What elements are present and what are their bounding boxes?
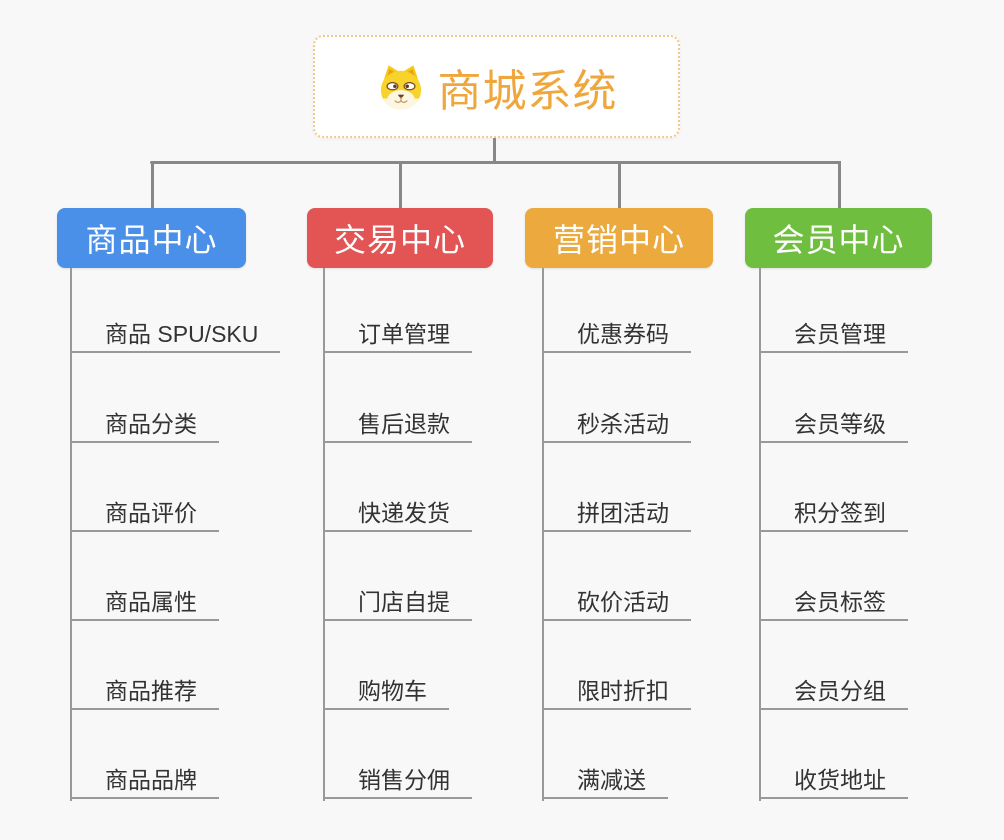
leaf-item[interactable]: 收货地址 [759,763,908,799]
connector-trunk-1 [323,268,325,801]
connector-trunk-3 [759,268,761,801]
connector-trunk-2 [542,268,544,801]
leaf-item[interactable]: 商品品牌 [70,763,219,799]
leaf-item[interactable]: 商品分类 [70,407,219,443]
leaf-item[interactable]: 商品评价 [70,496,219,532]
leaf-item[interactable]: 会员管理 [759,317,908,353]
leaf-item[interactable]: 拼团活动 [542,496,691,532]
leaf-item[interactable]: 购物车 [323,674,449,710]
leaf-item[interactable]: 商品属性 [70,585,219,621]
branch-node-1[interactable]: 交易中心 [307,208,493,268]
leaf-item[interactable]: 秒杀活动 [542,407,691,443]
leaf-item[interactable]: 积分签到 [759,496,908,532]
branch-node-3[interactable]: 会员中心 [745,208,932,268]
branch-label: 商品中心 [85,222,218,258]
connector-horizontal-rail [150,161,840,164]
connector-drop-2 [618,161,621,208]
leaf-item[interactable]: 商品推荐 [70,674,219,710]
leaf-item[interactable]: 限时折扣 [542,674,691,710]
dog-face-icon [376,63,426,111]
leaf-item[interactable]: 订单管理 [323,317,472,353]
connector-drop-3 [838,161,841,208]
root-node[interactable]: 商城系统 [313,35,680,138]
leaf-item[interactable]: 砍价活动 [542,585,691,621]
leaf-item[interactable]: 满减送 [542,763,668,799]
connector-trunk-0 [70,268,72,801]
leaf-item[interactable]: 商品 SPU/SKU [70,317,281,353]
leaf-item[interactable]: 会员等级 [759,407,908,443]
leaf-item[interactable]: 优惠券码 [542,317,691,353]
connector-drop-1 [399,161,402,208]
root-title: 商城系统 [437,66,618,116]
leaf-item[interactable]: 门店自提 [323,585,472,621]
branch-node-0[interactable]: 商品中心 [57,208,246,268]
connector-drop-0 [151,161,154,208]
leaf-item[interactable]: 会员分组 [759,674,908,710]
leaf-item[interactable]: 销售分佣 [323,763,472,799]
leaf-item[interactable]: 快递发货 [323,496,472,532]
leaf-item[interactable]: 售后退款 [323,407,472,443]
branch-label: 会员中心 [772,222,905,258]
leaf-item[interactable]: 会员标签 [759,585,908,621]
branch-label: 交易中心 [333,222,466,258]
branch-node-2[interactable]: 营销中心 [525,208,713,268]
branch-label: 营销中心 [552,222,685,258]
connector-root-stub [493,138,496,164]
